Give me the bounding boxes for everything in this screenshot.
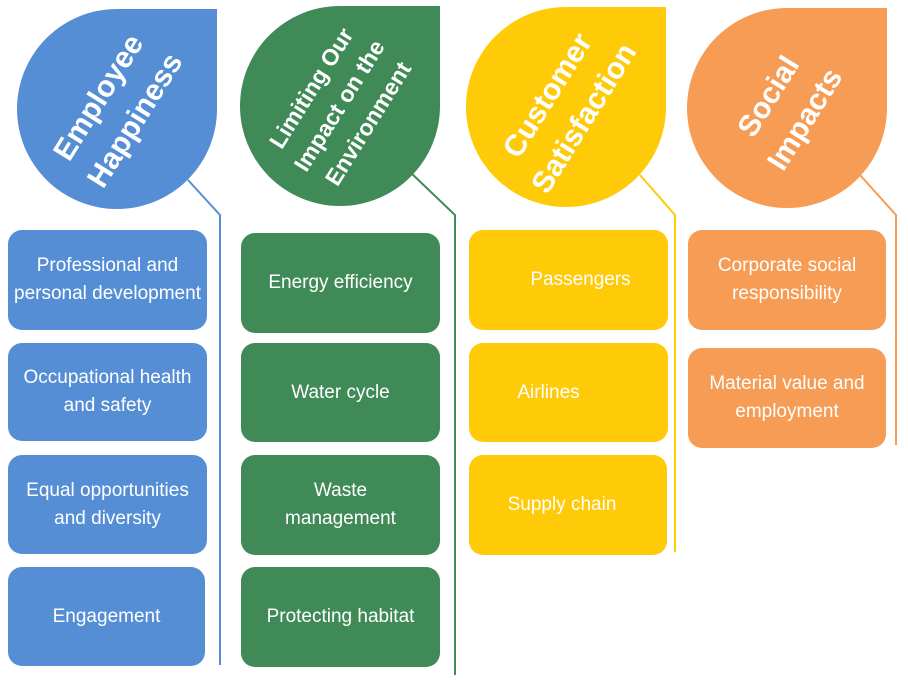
item-box: Material value and employment bbox=[688, 348, 886, 448]
item-box: Professional and personal development bbox=[8, 230, 207, 330]
item-box: Energy efficiency bbox=[241, 233, 440, 333]
item-box: Equal opportunities and diversity bbox=[8, 455, 207, 554]
item-box: Engagement bbox=[8, 567, 205, 666]
employee-happiness-leaf: Employee Happiness bbox=[17, 9, 217, 209]
item-box: Protecting habitat bbox=[241, 567, 440, 667]
item-box: Airlines bbox=[469, 343, 668, 442]
item-box: Supply chain bbox=[469, 455, 667, 555]
environment-leaf: Limiting Our Impact on the Environment bbox=[240, 6, 440, 206]
item-box: Water cycle bbox=[241, 343, 440, 442]
social-impacts-leaf: Social Impacts bbox=[687, 8, 887, 208]
item-box: Occupational health and safety bbox=[8, 343, 207, 441]
item-box: Corporate social responsibility bbox=[688, 230, 886, 330]
customer-satisfaction-leaf: Customer Satisfaction bbox=[466, 7, 666, 207]
item-box: Waste management bbox=[241, 455, 440, 555]
item-box: Passengers bbox=[469, 230, 668, 330]
